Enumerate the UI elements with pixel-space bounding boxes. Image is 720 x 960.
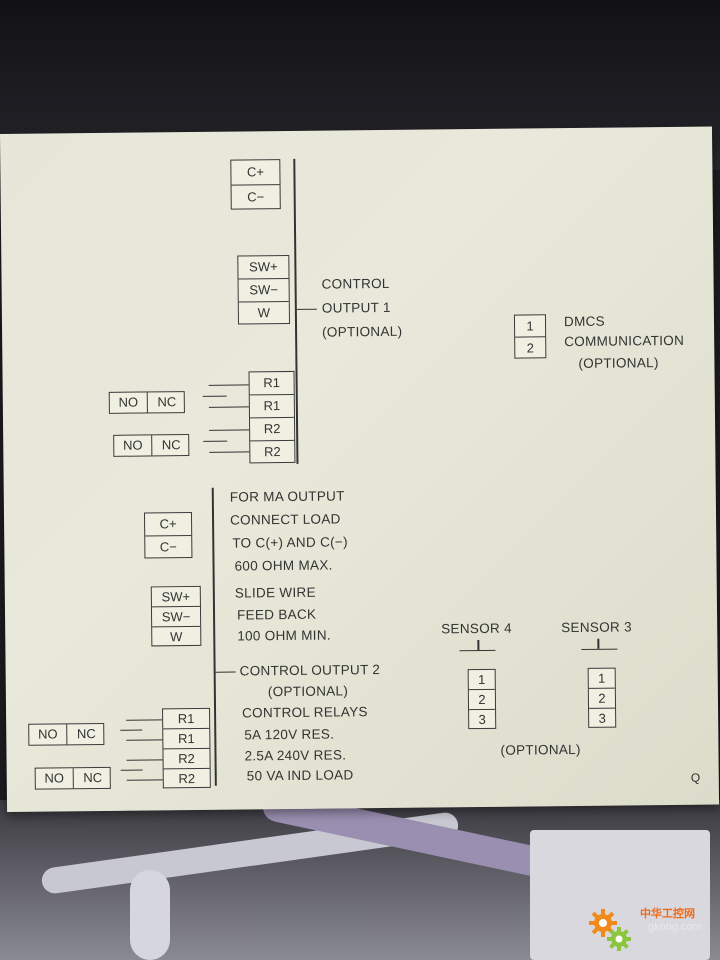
terminal-label: W <box>170 629 183 645</box>
terminal-label: R1 <box>249 394 294 419</box>
terminal-label: 2 <box>526 340 534 356</box>
relay-contact-symbol <box>126 719 163 722</box>
terminal-label: R2 <box>263 444 281 460</box>
relay-contact-symbol <box>126 759 163 762</box>
terminal-label: 3 <box>478 711 486 728</box>
sensor-4-terminal-block: 1 2 3 <box>467 668 497 730</box>
sensor-3-terminal-block: 1 2 3 <box>587 667 617 728</box>
terminal-label: C− <box>159 539 177 555</box>
nc-label: NC <box>157 394 177 410</box>
relay-contact-symbol <box>208 384 249 387</box>
terminal-label: 2 <box>468 689 496 711</box>
terminal-label: 1 <box>514 315 546 338</box>
control-output-2-title: CONTROL OUTPUT 2 <box>239 662 381 679</box>
terminal-block-c: C+ C− <box>230 159 281 210</box>
divider-line <box>211 487 217 786</box>
dmcs-terminal-block: 1 2 <box>513 314 547 359</box>
terminal-label: C+ <box>231 160 280 186</box>
watermark-url: gkong.com <box>648 921 702 933</box>
terminal-label: R1 <box>163 728 210 750</box>
relay-contact-symbol <box>202 395 227 398</box>
terminal-label: 2 <box>588 688 616 709</box>
terminal-label: 1 <box>468 669 495 691</box>
terminal-block-sw-2: SW+ SW− W <box>150 585 202 647</box>
cable <box>130 870 170 960</box>
relay-contact-symbol <box>126 739 163 742</box>
control-output-1-line: (OPTIONAL) <box>322 323 403 340</box>
terminal-label: 1 <box>588 668 615 689</box>
corner-mark: Q <box>690 770 701 785</box>
watermark-chinese: 中华工控网 <box>640 908 695 920</box>
no-label: NO <box>29 724 68 745</box>
terminal-block-ma: C+ C− <box>143 512 193 559</box>
terminal-label: SW+ <box>238 255 289 280</box>
dmcs-optional: (OPTIONAL) <box>578 355 659 371</box>
terminal-label: R2 <box>163 748 210 770</box>
relay-spec-line: 50 VA IND LOAD <box>246 767 354 784</box>
no-label: NO <box>109 392 148 413</box>
relay-contact-symbol <box>126 779 163 782</box>
sensor-4-label: SENSOR 4 <box>441 620 512 637</box>
no-label: NO <box>114 435 153 456</box>
ma-instruction-line: 600 OHM MAX. <box>234 557 333 574</box>
relay-contact-symbol <box>209 429 250 432</box>
slide-wire-line: SLIDE WIRE <box>234 584 316 601</box>
relay-contact-symbol <box>209 451 250 454</box>
sensor-symbol <box>459 649 496 652</box>
no-nc-box: NO NC <box>113 434 190 457</box>
sensors-optional-label: (OPTIONAL) <box>500 741 581 758</box>
terminal-label: 3 <box>598 710 606 726</box>
relay-contact-symbol <box>120 769 143 772</box>
no-nc-box: NO NC <box>28 722 105 746</box>
terminal-label: R2 <box>249 417 295 442</box>
sensor-3-label: SENSOR 3 <box>561 619 632 636</box>
terminal-label: C+ <box>144 513 192 537</box>
relay-terminal-block-1: R1 R1 R2 R2 <box>248 370 296 464</box>
terminal-label: R1 <box>249 371 294 396</box>
sensor-symbol <box>581 648 618 651</box>
terminal-label: C− <box>247 189 265 205</box>
slide-wire-line: FEED BACK <box>236 606 317 623</box>
relay-spec-line: 5A 120V RES. <box>244 726 335 743</box>
ma-instruction-line: CONNECT LOAD <box>229 511 341 528</box>
terminal-label: R1 <box>163 708 210 730</box>
terminal-label: R2 <box>178 770 196 787</box>
nc-label: NC <box>83 769 103 786</box>
ma-instruction-line: TO C(+) AND C(−) <box>232 534 348 551</box>
cable-area-bottom <box>0 789 720 960</box>
relay-contact-symbol <box>120 729 143 732</box>
nc-label: NC <box>161 437 181 453</box>
no-nc-box: NO NC <box>34 766 111 790</box>
leader-line <box>296 308 317 311</box>
no-nc-box: NO NC <box>108 391 185 414</box>
sensor-symbol <box>597 638 600 649</box>
slide-wire-line: 100 OHM MIN. <box>237 627 331 644</box>
control-output-1-line: CONTROL <box>321 275 390 292</box>
dmcs-subtitle: COMMUNICATION <box>564 332 685 350</box>
nc-label: NC <box>76 726 96 742</box>
relay-spec-line: 2.5A 240V RES. <box>244 747 347 764</box>
no-label: NO <box>35 768 74 789</box>
leader-line <box>215 671 236 674</box>
ma-instruction-line: FOR MA OUTPUT <box>229 488 345 505</box>
relay-spec-line: CONTROL RELAYS <box>241 704 368 721</box>
terminal-label: SW− <box>151 606 201 628</box>
terminal-label: SW+ <box>151 586 200 608</box>
relay-terminal-block-2: R1 R1 R2 R2 <box>162 707 211 789</box>
terminal-block-sw-1: SW+ SW− W <box>237 254 291 325</box>
terminal-label: W <box>257 305 271 321</box>
terminal-label: SW− <box>238 278 289 303</box>
gear-logo-icon <box>589 909 631 951</box>
relay-contact-symbol <box>208 406 249 409</box>
terminal-label-panel: C+ C− SW+ SW− W CONTROL OUTPUT 1 (OPTION… <box>0 126 720 812</box>
control-output-1-line: OUTPUT 1 <box>321 299 391 316</box>
control-output-2-optional: (OPTIONAL) <box>267 683 349 700</box>
dmcs-title: DMCS <box>563 313 606 330</box>
sensor-symbol <box>477 640 480 651</box>
relay-contact-symbol <box>203 440 228 443</box>
